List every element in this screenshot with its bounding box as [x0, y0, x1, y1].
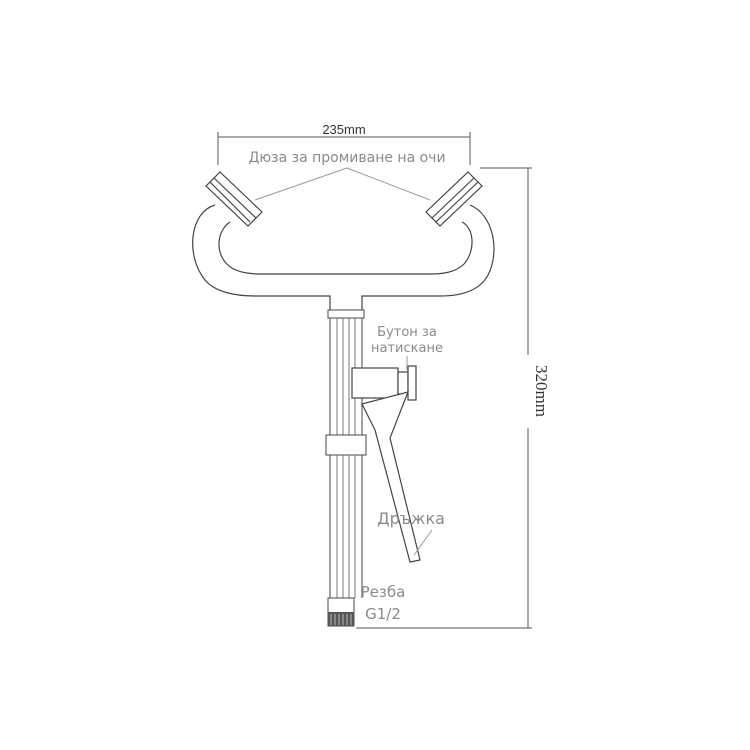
spray-arm-outer: [192, 204, 495, 310]
pipe-collar: [327, 309, 365, 319]
width-dimension-label: 235mm: [322, 122, 365, 137]
nozzle-leader-lines: [254, 167, 431, 201]
push-button-label-line2: натискане: [371, 341, 443, 356]
valve-block: [351, 367, 399, 399]
right-nozzle: [425, 171, 483, 227]
handle-lever: [361, 391, 421, 563]
width-dimension: [217, 132, 471, 165]
push-button: [407, 365, 417, 401]
nozzle-label: Дюза за промиване на очи: [248, 150, 445, 166]
valve-cap: [397, 371, 409, 395]
left-nozzle-body: [205, 171, 263, 227]
pipe-lower: [329, 455, 363, 598]
threaded-end: [327, 597, 355, 627]
left-nozzle-rim: [213, 177, 257, 219]
handle-label: Дръжка: [377, 509, 445, 528]
right-nozzle-body: [425, 171, 483, 227]
right-nozzle-rim: [431, 177, 475, 219]
pipe-coupling: [325, 434, 367, 456]
thread-label-line1: Резба: [361, 583, 406, 601]
spray-arm: [192, 204, 495, 310]
height-dimension-label: 320mm: [532, 365, 551, 417]
push-button-label-line1: Бутон за: [377, 325, 437, 340]
left-nozzle: [205, 171, 263, 227]
thread-band: [328, 612, 354, 626]
valve-body: [351, 365, 417, 401]
height-dimension: [356, 167, 532, 629]
handle-leader: [413, 529, 433, 556]
thread-label-line2: G1/2: [365, 605, 401, 623]
spray-arm-inner: [218, 221, 473, 275]
